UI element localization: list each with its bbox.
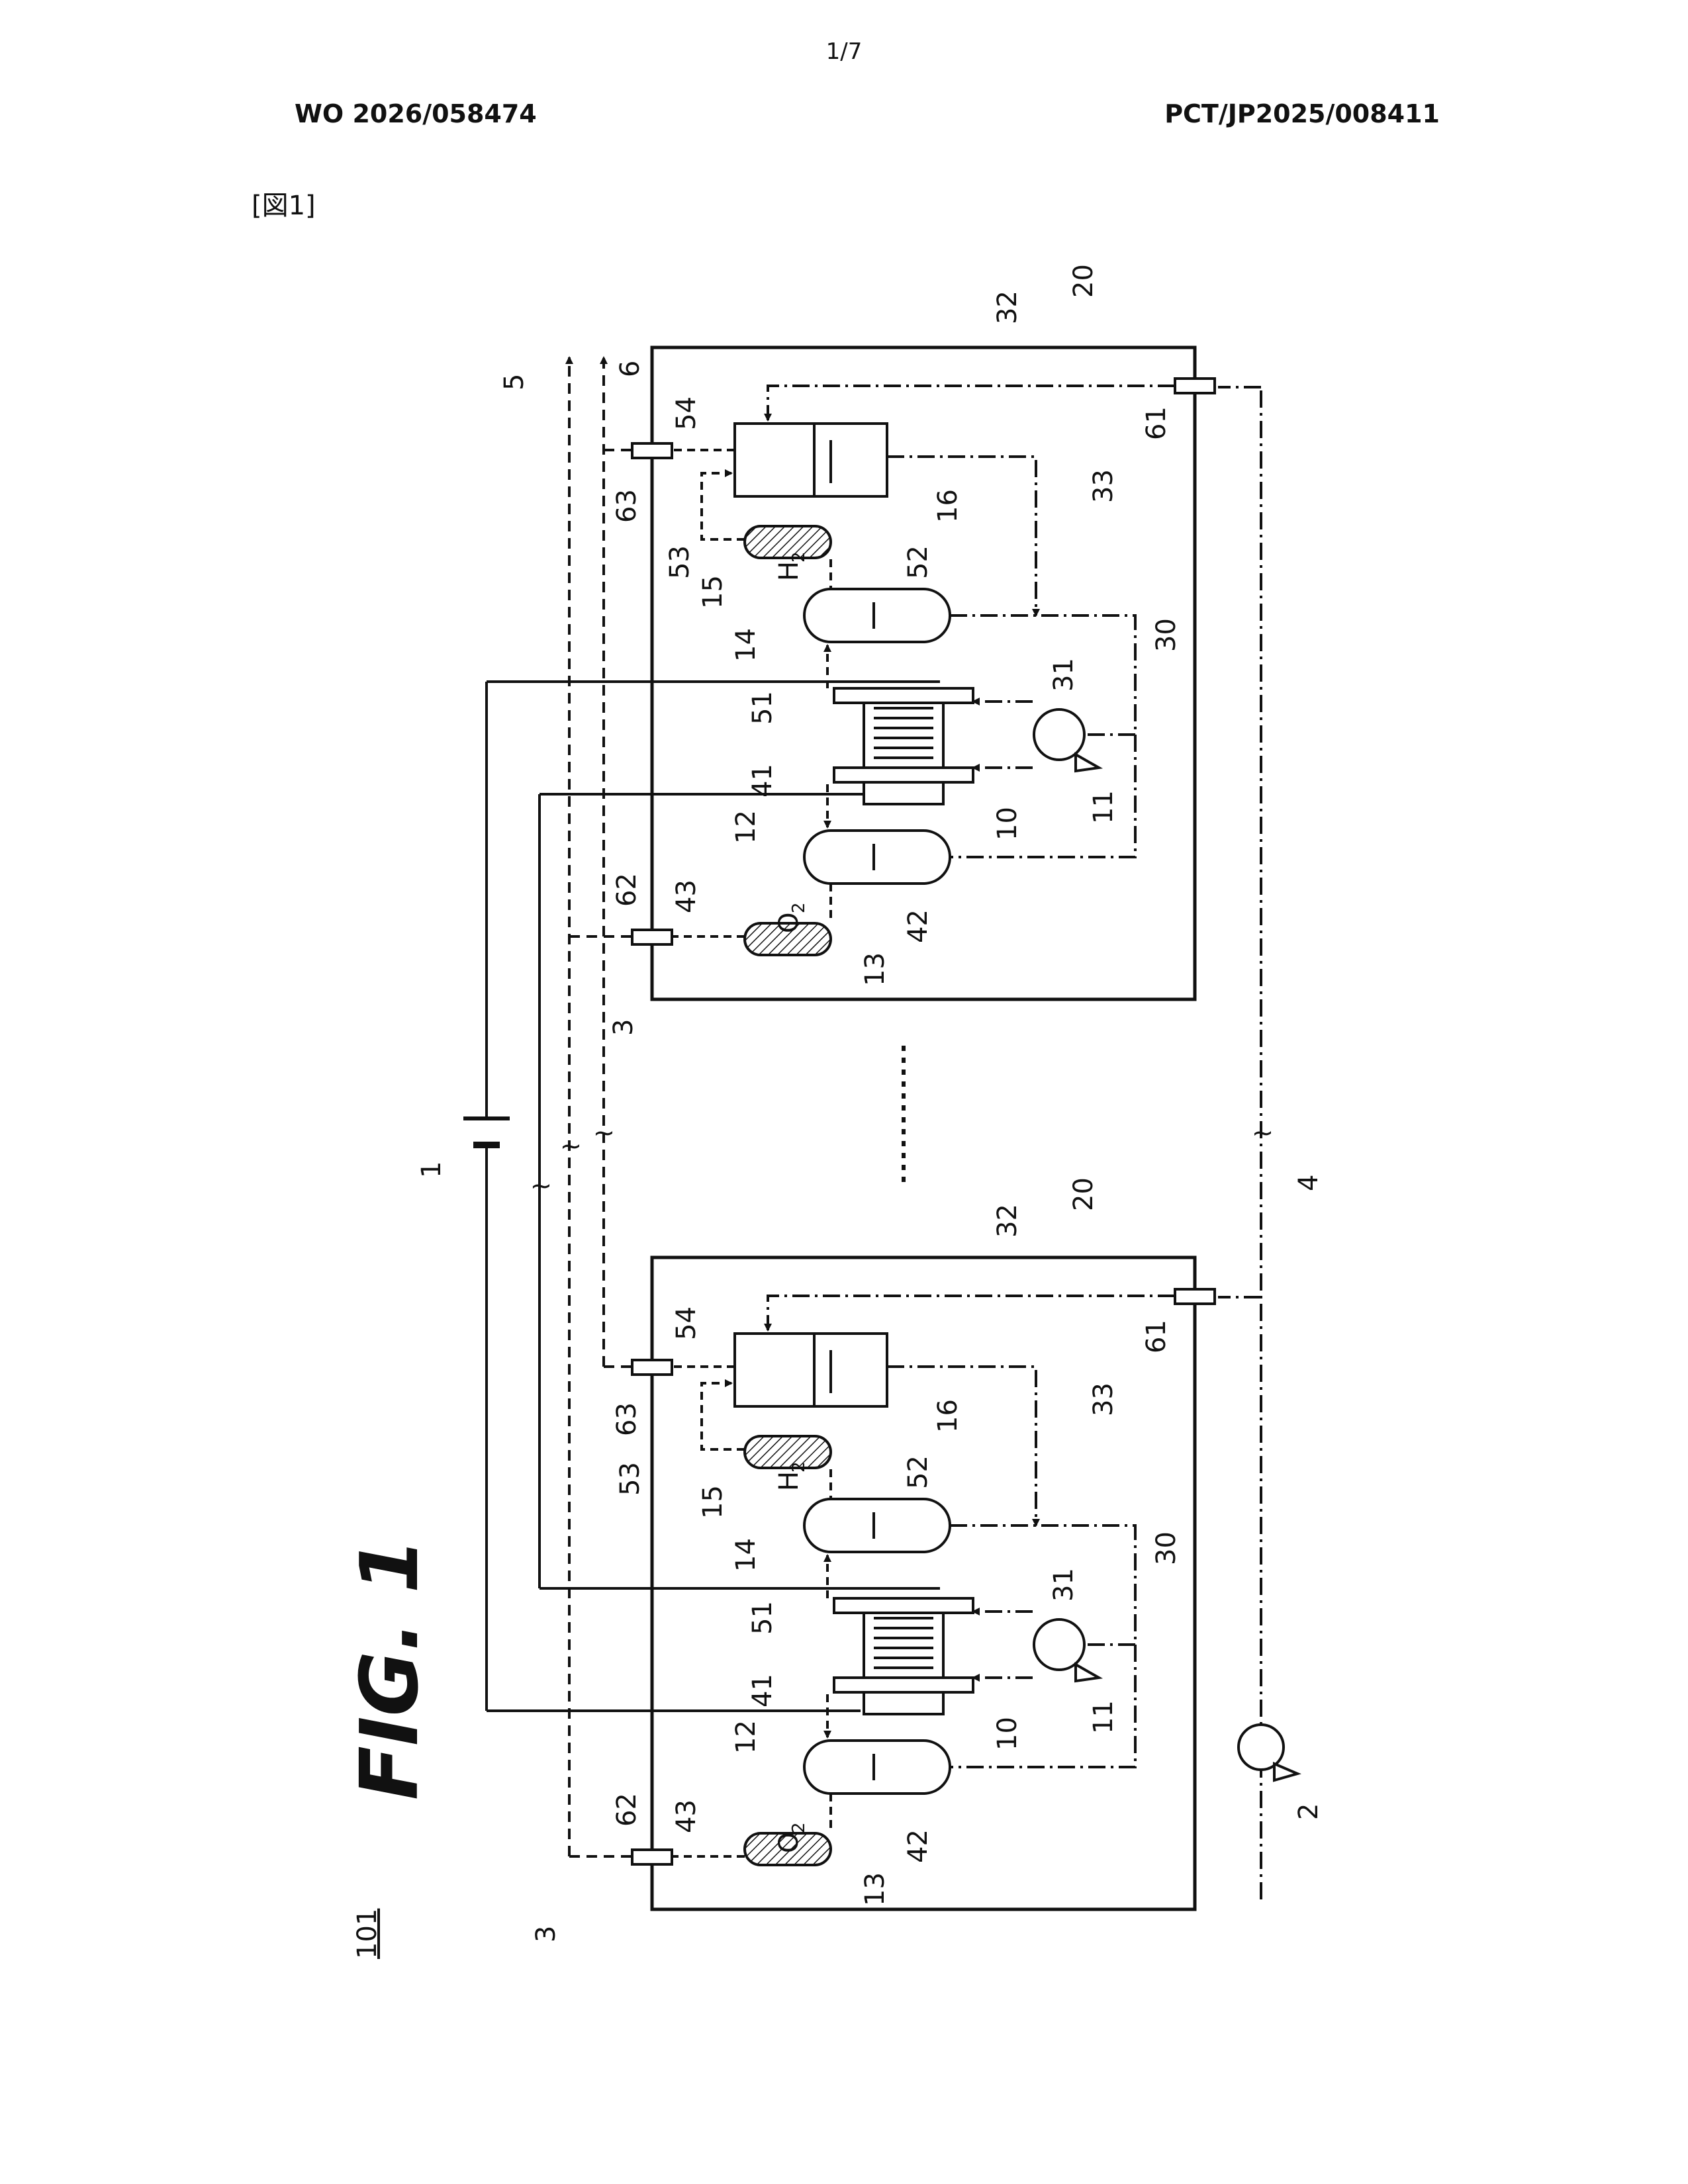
ref-63-upper: 63 — [612, 489, 642, 523]
gas-o2-subscript-upper: 2 — [789, 902, 809, 913]
ref-16-lower: 16 — [933, 1399, 963, 1433]
ref-2: 2 — [1293, 1803, 1324, 1820]
ref-61-lower: 61 — [1141, 1320, 1172, 1353]
ref-12-lower: 12 — [731, 1720, 761, 1754]
ref-20-lower: 20 — [1068, 1177, 1099, 1211]
ref-30-lower: 30 — [1151, 1531, 1182, 1565]
ref-16-upper: 16 — [933, 489, 963, 523]
gas-h2-lower: H — [774, 1471, 804, 1491]
figure-title: FIG. 1 — [344, 1538, 436, 1800]
gas-liquid-separator-12-lower — [804, 1741, 950, 1794]
supply-pump-2 — [1239, 1725, 1297, 1780]
power-source-battery — [463, 682, 510, 1711]
diagram-labels: FIG. 1 101 1 2 4 5 6 3 3 20 32 61 54 63 … — [344, 264, 1324, 1959]
connector-63 — [632, 443, 672, 458]
break-mark-2: ≀ — [555, 1142, 586, 1152]
connector-62-lower — [632, 1850, 672, 1864]
ref-31-upper: 31 — [1049, 658, 1079, 692]
ref-33-lower: 33 — [1088, 1383, 1119, 1416]
water-supply-line-4 — [1218, 387, 1261, 1899]
ref-54-lower: 54 — [671, 1306, 702, 1340]
ref-63-lower: 63 — [612, 1402, 642, 1436]
gas-h2-subscript-upper: 2 — [789, 551, 809, 563]
ref-14-upper: 14 — [731, 628, 761, 662]
circulation-pump-11 — [1034, 709, 1099, 771]
ref-10-upper: 10 — [992, 807, 1023, 841]
ref-31-lower: 31 — [1049, 1568, 1079, 1602]
gas-o2-upper: O — [774, 913, 804, 933]
ref-43-lower: 43 — [671, 1799, 702, 1833]
electrolyzer-stack-10 — [834, 688, 973, 804]
connector-62 — [632, 930, 672, 944]
ref-13-upper: 13 — [860, 952, 890, 986]
gas-liquid-separator-12 — [804, 831, 950, 884]
ref-42-upper: 42 — [903, 909, 933, 943]
ref-13-lower: 13 — [860, 1872, 890, 1906]
gas-o2-subscript-lower: 2 — [789, 1822, 809, 1833]
electrolyzer-stack-10-lower — [834, 1598, 973, 1714]
ref-33-upper: 33 — [1088, 469, 1119, 503]
ref-3-upper: 3 — [608, 1019, 639, 1036]
ref-62-lower: 62 — [612, 1793, 642, 1827]
ref-30-upper: 30 — [1151, 618, 1182, 652]
ref-11-lower: 11 — [1088, 1700, 1119, 1734]
ref-20-upper: 20 — [1068, 264, 1099, 298]
ref-15-lower: 15 — [698, 1485, 728, 1519]
dryer-15 — [745, 526, 831, 558]
ref-52-upper: 52 — [903, 545, 933, 579]
ref-54-upper: 54 — [671, 396, 702, 430]
ref-5: 5 — [499, 374, 530, 390]
system-ref-101: 101 — [352, 1909, 383, 1959]
ref-53-upper: 53 — [665, 545, 695, 579]
ref-10-lower: 10 — [992, 1717, 1023, 1751]
connector-61 — [1175, 379, 1215, 393]
ref-1: 1 — [416, 1161, 447, 1178]
dryer-15-lower — [745, 1436, 831, 1468]
ref-4: 4 — [1293, 1175, 1324, 1191]
ref-62-upper: 62 — [612, 873, 642, 907]
ref-51-upper: 51 — [747, 691, 778, 725]
connector-63-lower — [632, 1360, 672, 1375]
ref-41-lower: 41 — [747, 1674, 778, 1707]
ref-61-upper: 61 — [1141, 406, 1172, 440]
gas-o2-lower: O — [774, 1833, 804, 1853]
unit-module-upper — [632, 347, 1215, 999]
ref-43-upper: 43 — [671, 880, 702, 913]
gas-liquid-separator-14 — [804, 589, 950, 642]
gas-h2-upper: H — [774, 561, 804, 581]
ref-12-upper: 12 — [731, 810, 761, 844]
ref-11-upper: 11 — [1088, 790, 1119, 824]
ref-53-lower: 53 — [615, 1462, 645, 1496]
unit-module-lower — [632, 1257, 1215, 1909]
ref-32-upper: 32 — [992, 291, 1023, 324]
circulation-pump-11-lower — [1034, 1619, 1099, 1681]
ref-32-lower: 32 — [992, 1204, 1023, 1238]
gas-h2-subscript-lower: 2 — [789, 1461, 809, 1473]
ref-42-lower: 42 — [903, 1829, 933, 1863]
break-mark-3: ≀ — [588, 1128, 619, 1138]
connector-61-lower — [1175, 1289, 1215, 1304]
gas-liquid-separator-14-lower — [804, 1499, 950, 1552]
ref-3-lower: 3 — [531, 1926, 561, 1942]
water-tank-16-lower — [735, 1334, 887, 1406]
ref-6: 6 — [615, 361, 645, 377]
ref-14-lower: 14 — [731, 1538, 761, 1572]
ref-51-lower: 51 — [747, 1601, 778, 1635]
ref-15-upper: 15 — [698, 575, 728, 609]
break-mark-1: ≀ — [526, 1181, 556, 1191]
water-tank-16 — [735, 424, 887, 496]
ref-41-upper: 41 — [747, 764, 778, 797]
ref-52-lower: 52 — [903, 1455, 933, 1489]
break-mark-4: ≀ — [1247, 1128, 1278, 1138]
